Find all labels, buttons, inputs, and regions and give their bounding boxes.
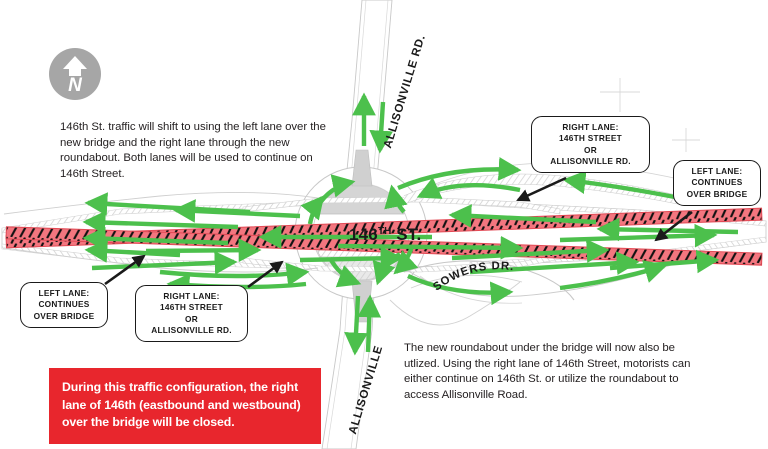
- street-label-146th-st: 146TH ST.: [349, 225, 421, 245]
- roundabout-paragraph: The new roundabout under the bridge will…: [404, 342, 691, 401]
- callout-line: OR: [584, 144, 597, 155]
- compass-rose: N: [49, 48, 101, 100]
- callout-line: RIGHT LANE:: [562, 122, 619, 132]
- leader-left-lane-right: [654, 210, 693, 242]
- north-arrow-icon: N: [49, 48, 101, 100]
- callout-line: ALLISONVILLE RD.: [550, 155, 631, 166]
- leader-right-lane-bottom: [247, 260, 284, 289]
- callout-line: LEFT LANE:: [691, 166, 743, 176]
- street-label-146th-number: 146: [349, 225, 378, 244]
- callout-line: ALLISONVILLE RD.: [151, 324, 232, 335]
- callout-line: 146TH STREET: [559, 133, 622, 144]
- callout-line: OVER BRIDGE: [33, 310, 95, 321]
- callout-line: CONTINUES: [38, 299, 90, 310]
- callout-line: RIGHT LANE:: [163, 291, 220, 301]
- callout-line: OR: [185, 313, 198, 324]
- callout-left-lane-right: LEFT LANE: CONTINUES OVER BRIDGE: [673, 160, 761, 206]
- leader-right-lane-top: [516, 176, 567, 202]
- callout-right-lane-bottom: RIGHT LANE: 146TH STREET OR ALLISONVILLE…: [135, 285, 248, 343]
- street-label-146th-suffix: TH: [377, 226, 392, 237]
- callout-line: LEFT LANE:: [38, 288, 90, 298]
- callout-line: 146TH STREET: [160, 302, 223, 313]
- lane-closure-alert-banner: During this traffic configuration, the r…: [49, 368, 321, 444]
- leader-left-lane-left: [104, 254, 146, 286]
- callout-line: CONTINUES: [691, 177, 743, 188]
- callout-right-lane-top: RIGHT LANE: 146TH STREET OR ALLISONVILLE…: [531, 116, 650, 174]
- callout-line: OVER BRIDGE: [686, 188, 748, 199]
- callout-leader-lines: [104, 176, 693, 289]
- intro-paragraph: 146th St. traffic will shift to using th…: [60, 121, 326, 180]
- street-label-146th-type: ST.: [396, 225, 422, 244]
- compass-letter: N: [68, 75, 83, 96]
- callout-left-lane-left: LEFT LANE: CONTINUES OVER BRIDGE: [20, 282, 108, 328]
